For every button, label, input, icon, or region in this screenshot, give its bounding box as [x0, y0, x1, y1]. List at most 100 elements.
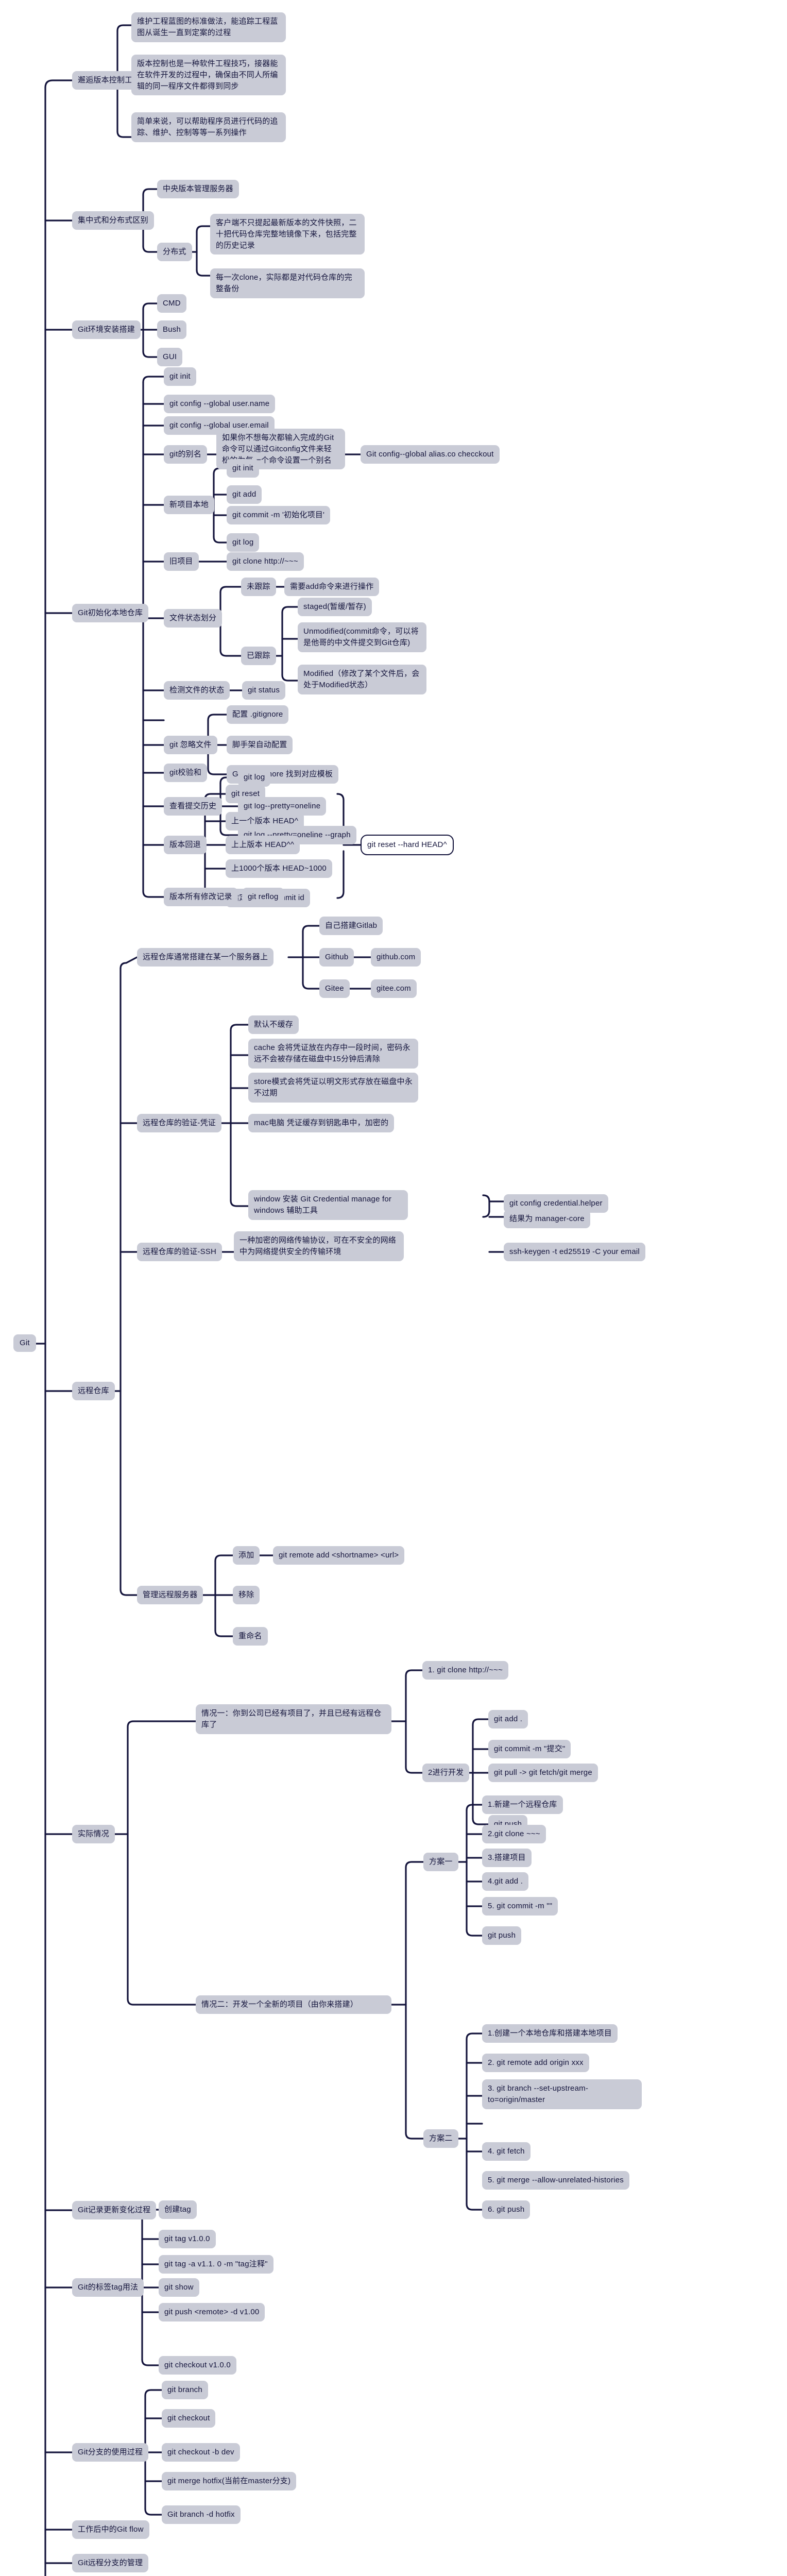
node-b5c4b[interactable]: 移除	[233, 1586, 260, 1604]
node-b4c7b3[interactable]: Modified（修改了某个文件后，会处于Modified状态）	[298, 665, 426, 694]
node-b6c2b6[interactable]: 6. git push	[482, 2200, 531, 2219]
node-b3c3[interactable]: GUI	[157, 348, 183, 366]
node-b8c6[interactable]: git checkout v1.0.0	[159, 2356, 236, 2375]
node-b4c6[interactable]: 旧项目	[164, 552, 199, 571]
node-b9c5[interactable]: Git branch -d hotfix	[162, 2505, 241, 2524]
node-b6c2b3[interactable]: 3. git branch --set-upstream-to=origin/m…	[482, 2079, 642, 2109]
node-b5c2d[interactable]: mac电脑 凭证缓存到钥匙串中，加密的	[248, 1114, 395, 1132]
node-b4c10[interactable]: git校验和	[164, 764, 208, 782]
node-b5c3a1[interactable]: ssh-keygen -t ed25519 -C your email	[504, 1243, 645, 1261]
node-b6c1b3[interactable]: git pull -> git fetch/git merge	[488, 1764, 598, 1782]
node-b4c7b[interactable]: 已跟踪	[241, 647, 276, 665]
node-b5c4c[interactable]: 重命名	[233, 1627, 268, 1646]
node-b6c2b[interactable]: 方案二	[423, 2129, 458, 2148]
node-b4c4a1[interactable]: Git config--global alias.co checckout	[361, 445, 500, 464]
node-b6c2a[interactable]: 方案一	[423, 1853, 458, 1871]
node-b5c1b[interactable]: Github	[319, 948, 354, 967]
node-b4c7b1[interactable]: staged(暂缓/暂存)	[298, 598, 372, 616]
node-b4c5d[interactable]: git log	[227, 533, 260, 552]
node-b4c12f[interactable]: git reset --hard HEAD^	[361, 835, 454, 855]
node-git-tag-usage[interactable]: Git的标签tag用法	[72, 2278, 144, 2297]
node-b6c2a4[interactable]: 4.git add .	[482, 1872, 529, 1891]
node-b6c1a[interactable]: 1. git clone http://~~~	[422, 1661, 509, 1680]
node-git-branch-usage[interactable]: Git分支的使用过程	[72, 2443, 149, 2462]
node-b5c2b[interactable]: cache 会将凭证放在内存中一段时间，密码永远不会被存储在磁盘中15分钟后清除	[248, 1039, 418, 1069]
node-git-install[interactable]: Git环境安装搭建	[72, 320, 141, 339]
node-b4c12b[interactable]: 上一个版本 HEAD^	[226, 812, 304, 831]
node-b6c2b4[interactable]: 4. git fetch	[482, 2142, 531, 2161]
node-b2c2a[interactable]: 客户端不只提起最新版本的文件快照，二十把代码仓库完整地镜像下来，包括完整的历史记…	[210, 214, 365, 255]
node-b4c2[interactable]: git config --global user.name	[164, 395, 276, 413]
node-b4c6a[interactable]: git clone http://~~~	[227, 552, 304, 571]
node-b6c2b2[interactable]: 2. git remote add origin xxx	[482, 2054, 589, 2072]
node-b4c5[interactable]: 新项目本地	[164, 496, 215, 514]
node-b6c1b2[interactable]: git commit -m "提交"	[488, 1740, 571, 1758]
node-b6c2a3[interactable]: 3.搭建项目	[482, 1849, 532, 1867]
node-b4c8[interactable]: 检测文件的状态	[164, 681, 230, 700]
node-git-flow[interactable]: 工作后中的Git flow	[72, 2520, 149, 2539]
node-b4c12c[interactable]: 上上版本 HEAD^^	[226, 836, 300, 854]
node-remote-branch-mgmt[interactable]: Git远程分支的管理	[72, 2554, 149, 2572]
node-b1c2[interactable]: 版本控制也是一种软件工程技巧，接器能在软件开发的过程中，确保由不同人所编辑的同一…	[131, 55, 286, 96]
node-b3c2[interactable]: Bush	[157, 320, 186, 339]
node-b5c4a1[interactable]: git remote add <shortname> <url>	[273, 1546, 405, 1565]
node-b8c5[interactable]: git push <remote> -d v1.00	[159, 2303, 265, 2321]
node-b5c3a[interactable]: 一种加密的网络传输协议，可在不安全的网络中为网络提供安全的传输环境	[234, 1231, 404, 1261]
root-node[interactable]: Git	[13, 1334, 36, 1352]
node-b4c5b[interactable]: git add	[227, 485, 262, 504]
node-b4c11a[interactable]: git log	[238, 768, 271, 787]
node-b2c2[interactable]: 分布式	[157, 243, 192, 261]
node-b4c1[interactable]: git init	[164, 367, 196, 386]
node-b9c1[interactable]: git branch	[162, 2381, 208, 2399]
node-b5c2c[interactable]: store模式会将凭证以明文形式存放在磁盘中永不过期	[248, 1073, 418, 1103]
node-central-vs-distributed[interactable]: 集中式和分布式区别	[72, 211, 154, 230]
node-b3c1[interactable]: CMD	[157, 294, 186, 313]
node-b6c2b5[interactable]: 5. git merge --allow-unrelated-histories	[482, 2171, 629, 2190]
node-b6c2a2[interactable]: 2.git clone ~~~	[482, 1825, 546, 1843]
node-b9c4[interactable]: git merge hotfix(当前在master分支)	[162, 2472, 297, 2490]
node-b9c3[interactable]: git checkout -b dev	[162, 2443, 240, 2462]
node-b4c5c[interactable]: git commit -m '初始化项目'	[227, 506, 331, 524]
node-b6c2a1[interactable]: 1.新建一个远程仓库	[482, 1795, 563, 1814]
node-b4c9[interactable]: git 忽略文件	[164, 736, 217, 754]
node-b5c1a[interactable]: 自己搭建Gitlab	[319, 917, 383, 935]
node-b4c4[interactable]: git的别名	[164, 445, 208, 464]
node-b5c1c[interactable]: Gitee	[319, 979, 350, 998]
node-b4c12a[interactable]: git reset	[226, 785, 266, 803]
node-b4c12[interactable]: 版本回退	[164, 836, 207, 854]
node-b6c2a6[interactable]: git push	[482, 1926, 522, 1945]
node-b6c1b1[interactable]: git add .	[488, 1710, 528, 1728]
node-b4c7a[interactable]: 未跟踪	[241, 578, 276, 596]
node-git-init-local-repo[interactable]: Git初始化本地仓库	[72, 604, 149, 622]
node-b4c8a[interactable]: git status	[242, 681, 286, 700]
node-b6c2[interactable]: 情况二：开发一个全新的项目（由你来搭建）	[196, 1995, 391, 2014]
node-b5c1c1[interactable]: gitee.com	[371, 979, 417, 998]
node-b6c2a5[interactable]: 5. git commit -m ""	[482, 1897, 558, 1916]
node-b4c9b[interactable]: 脚手架自动配置	[227, 736, 293, 754]
node-b2c1[interactable]: 中央版本管理服务器	[157, 180, 239, 198]
node-b5c2e2[interactable]: 结果为 manager-core	[504, 1210, 590, 1228]
node-b5c2[interactable]: 远程仓库的验证-凭证	[137, 1114, 221, 1132]
node-b5c2e[interactable]: window 安装 Git Credential manage for wind…	[248, 1190, 408, 1220]
node-b8c1[interactable]: 创建tag	[159, 2200, 197, 2219]
node-b6c1[interactable]: 情况一：你到公司已经有项目了，并且已经有远程仓库了	[196, 1704, 391, 1734]
node-b6c2b1[interactable]: 1.创建一个本地仓库和搭建本地项目	[482, 2024, 618, 2043]
node-b1c3[interactable]: 简单来说，可以帮助程序员进行代码的追踪、维护、控制等等一系列操作	[131, 112, 286, 142]
node-b8c2[interactable]: git tag v1.0.0	[159, 2230, 216, 2248]
node-b6c1b[interactable]: 2进行开发	[422, 1764, 470, 1782]
node-b4c13a[interactable]: git reflog	[242, 888, 284, 906]
node-b4c7a1[interactable]: 需要add命令来进行操作	[284, 578, 380, 596]
node-b5c1b1[interactable]: github.com	[371, 948, 421, 967]
node-b8c3[interactable]: git tag -a v1.1. 0 -m "tag注释"	[159, 2255, 273, 2274]
node-b5c3[interactable]: 远程仓库的验证-SSH	[137, 1243, 223, 1261]
node-b4c9a[interactable]: 配置 .gitignore	[227, 705, 289, 724]
node-b2c2b[interactable]: 每一次clone，实际都是对代码仓库的完整备份	[210, 268, 365, 298]
node-real-world-cases[interactable]: 实际情况	[72, 1825, 115, 1843]
node-b4c7b2[interactable]: Unmodified(commit命令，可以将是他哥的中文件提交到Git仓库)	[298, 622, 426, 652]
node-b4c5a[interactable]: git init	[227, 459, 259, 478]
node-b4c7[interactable]: 文件状态划分	[164, 609, 223, 628]
node-b5c4a[interactable]: 添加	[233, 1546, 260, 1565]
node-b4c11[interactable]: 查看提交历史	[164, 797, 223, 816]
node-b4c13[interactable]: 版本所有修改记录	[164, 888, 238, 906]
node-b4c12d[interactable]: 上1000个版本 HEAD~1000	[226, 859, 332, 878]
